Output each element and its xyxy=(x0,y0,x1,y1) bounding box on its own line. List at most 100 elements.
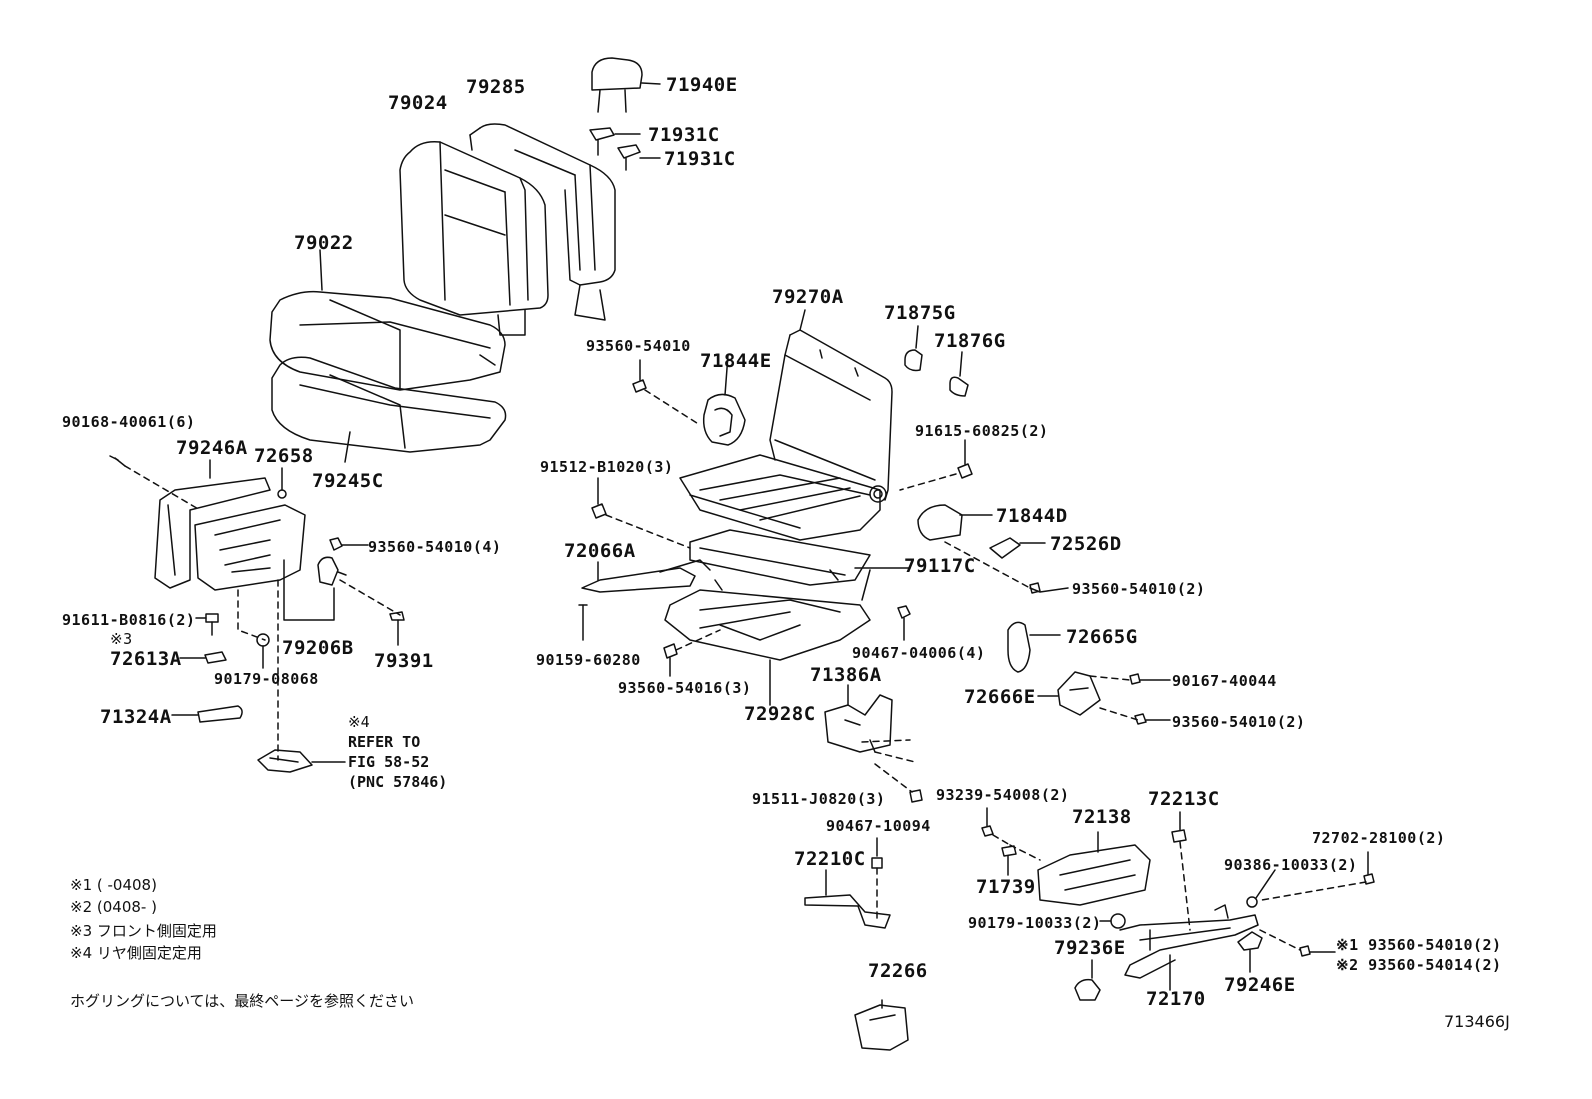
footnote-3: ※3 フロント側固定用 xyxy=(70,922,217,940)
part-label-71876G: 71876G xyxy=(934,330,1006,352)
part-label-91511-J0820: 91511-J0820(3) xyxy=(752,790,886,808)
part-label-79285: 79285 xyxy=(466,76,526,98)
bolt-93560-54010-2b-part xyxy=(1134,713,1171,725)
screw-90167-40044-part xyxy=(1129,673,1171,685)
part-label-72658: 72658 xyxy=(254,445,314,467)
part-label-79391: 79391 xyxy=(374,650,434,672)
part-label-72666E: 72666E xyxy=(964,686,1036,708)
bolt-93239-54008-part xyxy=(981,807,1011,846)
footnote-1: ※1 ( -0408) xyxy=(70,876,157,894)
part-label-72613A: 72613A xyxy=(110,648,182,670)
part-label-79246E: 79246E xyxy=(1224,974,1296,996)
part-label-72170: 72170 xyxy=(1146,988,1206,1010)
part-label-79206B: 79206B xyxy=(282,637,354,659)
refer-line-2: FIG 58-52 xyxy=(348,753,430,771)
cushion-90386-10033-part xyxy=(1246,869,1276,908)
clip-71876G-part xyxy=(949,351,969,397)
mechanism-72658-part xyxy=(194,467,306,591)
knob-72665G-part xyxy=(1007,621,1061,673)
part-label-71324A: 71324A xyxy=(100,706,172,728)
clip-90467-04006-part xyxy=(897,605,911,641)
seat-pan-79117C-part xyxy=(689,529,911,601)
seat-cushion-79245C-part xyxy=(271,356,507,463)
part-label-93560-54014-2: ※2 93560-54014(2) xyxy=(1336,956,1502,974)
bracket-72666E-part xyxy=(1037,671,1139,721)
nut-90179-08068-part xyxy=(256,633,270,669)
part-label-79245C: 79245C xyxy=(312,470,384,492)
seat-frame-79270A-part xyxy=(679,309,893,541)
part-label-79236E: 79236E xyxy=(1054,937,1126,959)
clip-72213C-part xyxy=(1171,811,1191,931)
part-label-72066A: 72066A xyxy=(564,540,636,562)
refer-line-3: (PNC 57846) xyxy=(348,773,448,791)
bolt-91615-60825-part xyxy=(899,439,973,491)
lower-frame-72928C-part xyxy=(664,589,871,706)
bolt-93560-54010-4-part xyxy=(329,537,369,551)
lever-72526D-part xyxy=(989,537,1046,559)
clip-71875G-part xyxy=(904,325,923,372)
footnote-4: ※4 リヤ側固定定用 xyxy=(70,944,202,962)
side-cover-79246A-part xyxy=(154,459,271,589)
part-label-90159-60280: 90159-60280 xyxy=(536,651,641,669)
part-label-72665G: 72665G xyxy=(1066,626,1138,648)
cover-79236E-part xyxy=(1074,959,1101,1001)
part-label-79270A: 79270A xyxy=(772,286,844,308)
cover-79206B-part xyxy=(283,556,401,621)
clip-79391-part xyxy=(389,611,405,646)
bolt-72702-28100-part xyxy=(1261,851,1375,901)
part-label-93560-54010-2a: 93560-54010(2) xyxy=(1072,580,1206,598)
footnote-2: ※2 (0408- ) xyxy=(70,898,157,916)
seat-cushion-79022-part xyxy=(269,249,506,391)
part-label-90467-10094: 90467-10094 xyxy=(826,817,931,835)
cover-71844D-part xyxy=(917,504,993,541)
cover-72210C-part xyxy=(804,869,891,929)
handle-71324A-part xyxy=(171,705,243,723)
part-label-90467-04006: 90467-04006(4) xyxy=(852,644,986,662)
bolt-93560-54010-54014-part xyxy=(1299,945,1336,957)
part-label-72702-28100: 72702-28100(2) xyxy=(1312,829,1446,847)
part-label-90168-40061: 90168-40061(6) xyxy=(62,413,196,431)
part-label-93560-54010-4: 93560-54010(4) xyxy=(368,538,502,556)
screw-90159-60280-part xyxy=(578,604,588,641)
part-label-90386-10033: 90386-10033(2) xyxy=(1224,856,1358,874)
part-label-72526D: 72526D xyxy=(1050,533,1122,555)
lever-72066A-part xyxy=(581,559,723,593)
part-label-72213C: 72213C xyxy=(1148,788,1220,810)
part-label-90167-40044: 90167-40044 xyxy=(1172,672,1277,690)
hog-ring-note: ホグリングについては、最終ページを参照ください xyxy=(70,992,414,1010)
part-label-79246A: 79246A xyxy=(176,437,248,459)
seatback-79285-part xyxy=(469,123,616,321)
part-label-71875G: 71875G xyxy=(884,302,956,324)
part-label-91615-60825: 91615-60825(2) xyxy=(915,422,1049,440)
part-label-93560-54010-2b: 93560-54010(2) xyxy=(1172,713,1306,731)
part-label-79117C: 79117C xyxy=(904,555,976,577)
rear-bracket-part xyxy=(257,749,346,773)
part-label-93239-54008: 93239-54008(2) xyxy=(936,786,1070,804)
bolt-91511-J0820-part xyxy=(909,789,923,803)
headrest-71940E-part xyxy=(591,57,661,113)
headrest-guide-71931C-part xyxy=(589,127,661,171)
part-label-93560-54016: 93560-54016(3) xyxy=(618,679,752,697)
note-mark-3: ※3 xyxy=(110,630,133,648)
refer-line-1: REFER TO xyxy=(348,733,421,751)
cover-72138-part xyxy=(1009,831,1151,906)
seatback-79024-part xyxy=(399,140,549,336)
part-label-90179-08068: 90179-08068 xyxy=(214,670,319,688)
part-label-93560-54010: 93560-54010 xyxy=(586,337,691,355)
part-label-90179-10033: 90179-10033(2) xyxy=(968,914,1102,932)
cover-72266-part xyxy=(854,999,909,1051)
bolt-93560-54016-part xyxy=(663,629,721,677)
bolt-91512-B1020-part xyxy=(591,477,691,549)
part-label-71931C-a: 71931C xyxy=(648,124,720,146)
part-label-91611-B0816: 91611-B0816(2) xyxy=(62,611,196,629)
rail-72170-part xyxy=(1119,904,1259,991)
refer-mark: ※4 xyxy=(348,713,370,731)
clip-71739-part xyxy=(1001,845,1017,876)
clip-90467-10094-part xyxy=(871,837,883,921)
bolt-93560-54010-2a-part xyxy=(1029,582,1041,594)
part-label-71844E: 71844E xyxy=(700,350,772,372)
bolt-90168-40061-part xyxy=(109,455,201,511)
part-label-72210C: 72210C xyxy=(794,848,866,870)
part-label-72928C: 72928C xyxy=(744,703,816,725)
